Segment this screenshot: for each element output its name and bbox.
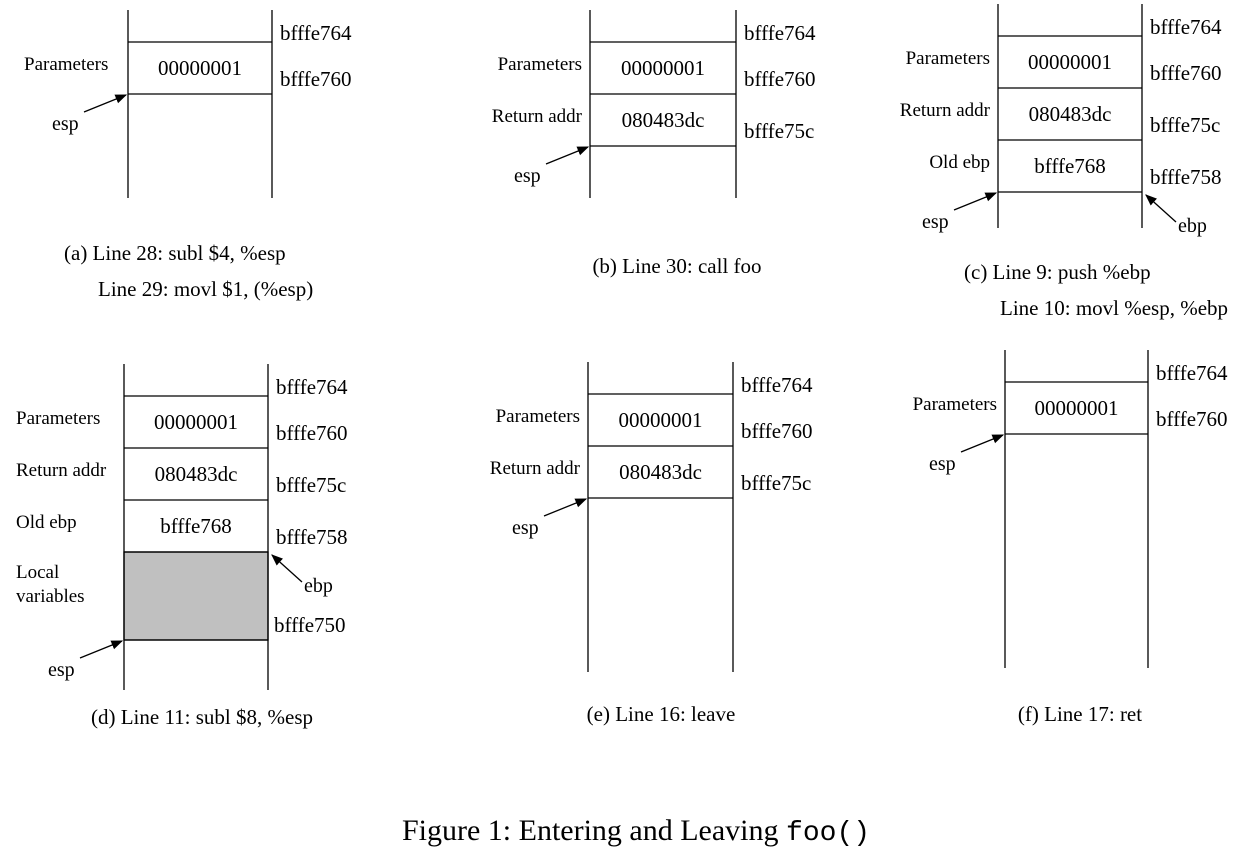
panel-caption: Line 10: movl %esp, %ebp [1000, 296, 1228, 320]
cell-label: Parameters [24, 54, 108, 75]
cell-value: 080483dc [1029, 102, 1112, 126]
ebp-pointer-label: ebp [304, 575, 333, 597]
cell-value: 00000001 [1035, 396, 1119, 420]
address-label: bfffe764 [1156, 361, 1228, 385]
figure-caption: Figure 1: Entering and Leaving foo() [402, 814, 870, 849]
cell-value: 080483dc [619, 460, 702, 484]
address-label: bfffe764 [280, 21, 352, 45]
address-label: bfffe75c [276, 473, 346, 497]
panel-e: bfffe764 00000001 Parameters bfffe760 080483… [490, 362, 813, 726]
esp-pointer-label: esp [929, 453, 956, 475]
address-label: bfffe760 [741, 419, 813, 443]
panel-c: bfffe764 00000001 Parameters bfffe760 080483… [900, 4, 1228, 320]
esp-arrow [543, 498, 588, 517]
address-label: bfffe750 [274, 613, 346, 637]
address-label: bfffe760 [744, 67, 816, 91]
esp-arrow [545, 146, 590, 165]
cell-label: variables [16, 586, 85, 607]
esp-pointer-label: esp [922, 211, 949, 233]
address-label: bfffe75c [744, 119, 814, 143]
cell-value: 080483dc [155, 462, 238, 486]
esp-pointer-label: esp [48, 659, 75, 681]
cell-value: 00000001 [1028, 50, 1112, 74]
panel-caption: Line 29: movl $1, (%esp) [98, 277, 313, 301]
esp-arrow [953, 192, 998, 211]
esp-arrow [960, 434, 1005, 453]
esp-pointer-label: esp [514, 165, 541, 187]
panel-f: bfffe764 00000001 Parameters bfffe760 esp (f)… [913, 350, 1228, 726]
cell-label: Parameters [498, 54, 582, 75]
ebp-pointer-label: ebp [1178, 215, 1207, 237]
figure-caption-code: foo() [786, 818, 870, 849]
address-label: bfffe75c [741, 471, 811, 495]
cell-value: 00000001 [158, 56, 242, 80]
ebp-arrow [1145, 194, 1177, 223]
cell-label: Return addr [16, 460, 107, 481]
address-label: bfffe758 [1150, 165, 1222, 189]
cell-value: bfffe768 [160, 514, 232, 538]
address-label: bfffe758 [276, 525, 348, 549]
esp-pointer-label: esp [512, 517, 539, 539]
address-label: bfffe760 [1150, 61, 1222, 85]
cell-label: Return addr [490, 458, 581, 479]
cell-value: 080483dc [622, 108, 705, 132]
cell-label: Parameters [16, 408, 100, 429]
esp-pointer-label: esp [52, 113, 79, 135]
esp-arrow [79, 640, 124, 659]
address-label: bfffe764 [741, 373, 813, 397]
address-label: bfffe75c [1150, 113, 1220, 137]
esp-arrow [83, 94, 128, 113]
figure-caption-text: Figure 1: Entering and Leaving [402, 814, 786, 847]
cell-label: Parameters [496, 406, 580, 427]
panels-group: bfffe76400000001Parametersbfffe760esp(a)… [16, 4, 1228, 729]
cell-value: 00000001 [154, 410, 238, 434]
cell-label: Local [16, 562, 59, 583]
address-label: bfffe760 [1156, 407, 1228, 431]
cell-value: 00000001 [619, 408, 703, 432]
cell-label: Parameters [906, 48, 990, 69]
panel-b: bfffe764 00000001 Parameters bfffe760 080483… [492, 10, 816, 278]
panel-caption: (b) Line 30: call foo [592, 254, 761, 278]
cell-label: Return addr [492, 106, 583, 127]
address-label: bfffe764 [1150, 15, 1222, 39]
panel-a: bfffe764 00000001 Parameters bfffe760 esp (a)… [24, 10, 352, 301]
cell-value: bfffe768 [1034, 154, 1106, 178]
panel-caption: (a) Line 28: subl $4, %esp [64, 241, 286, 265]
ebp-arrow [271, 554, 303, 583]
cell-value: 00000001 [621, 56, 705, 80]
local-variables-cell [123, 551, 269, 641]
panel-caption: (e) Line 16: leave [587, 702, 736, 726]
address-label: bfffe760 [276, 421, 348, 445]
cell-label: Old ebp [929, 152, 990, 173]
panel-caption: (f) Line 17: ret [1018, 702, 1142, 726]
address-label: bfffe764 [276, 375, 348, 399]
address-label: bfffe764 [744, 21, 816, 45]
cell-label: Return addr [900, 100, 991, 121]
panel-caption: (d) Line 11: subl $8, %esp [91, 705, 313, 729]
cell-label: Old ebp [16, 512, 77, 533]
panel-caption: (c) Line 9: push %ebp [964, 260, 1151, 284]
panel-d: bfffe764 00000001 Parameters bfffe760 080483… [16, 364, 348, 729]
address-label: bfffe760 [280, 67, 352, 91]
cell-label: Parameters [913, 394, 997, 415]
